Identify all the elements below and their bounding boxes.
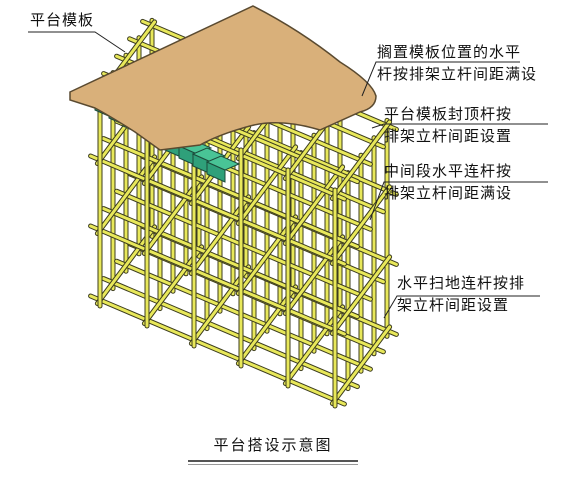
- caption-underline-thin: [188, 464, 358, 465]
- leader-mid: [369, 181, 548, 221]
- timber-beam: [205, 155, 241, 183]
- leader-formwork: [28, 31, 126, 53]
- label-top-line2: 排架立杆间距设置: [384, 127, 513, 145]
- callout-leader-lines: [28, 31, 548, 319]
- label-top-line1: 平台模板封顶杆按: [384, 105, 513, 123]
- label-sweep-line2: 架立杆间距设置: [397, 296, 510, 314]
- horizontal-tie-across: [329, 324, 393, 406]
- horizontal-tie-along: [88, 153, 347, 267]
- label-sweeping-ties: 水平扫地连杆按排 架立杆间距设置: [397, 272, 525, 316]
- label-grid-line1: 搁置模板位置的水平: [377, 43, 522, 61]
- figure-caption: 平台搭设示意图: [213, 436, 333, 454]
- label-platform-formwork: 平台模板: [30, 9, 94, 31]
- label-middle-ties: 中间段水平连杆按 排架立杆间距满设: [384, 160, 512, 204]
- caption-underline: [188, 460, 358, 462]
- label-formwork-horizontal-bars: 搁置模板位置的水平 杆按排架立杆间距满设: [377, 41, 537, 85]
- leader-sweep: [383, 295, 540, 319]
- horizontal-tie-across: [329, 119, 393, 201]
- label-mid-line1: 中间段水平连杆按: [384, 162, 513, 180]
- horizontal-tie-across: [329, 254, 393, 336]
- horizontal-tie-along: [88, 293, 347, 407]
- leader-top: [371, 123, 548, 129]
- horizontal-tie-across: [329, 184, 393, 266]
- label-grid-line2: 杆按排架立杆间距满设: [377, 65, 538, 83]
- horizontal-tie-along: [88, 223, 347, 337]
- label-platform-formwork-text: 平台模板: [30, 11, 95, 29]
- label-top-ties: 平台模板封顶杆按 排架立杆间距设置: [384, 103, 512, 147]
- horizontal-tie-across: [235, 144, 299, 226]
- label-mid-line2: 排架立杆间距满设: [384, 184, 513, 202]
- horizontal-tie-across: [282, 164, 346, 246]
- formwork-board: [69, 5, 377, 151]
- label-sweep-line1: 水平扫地连杆按排: [397, 274, 526, 292]
- leader-grid: [361, 61, 520, 97]
